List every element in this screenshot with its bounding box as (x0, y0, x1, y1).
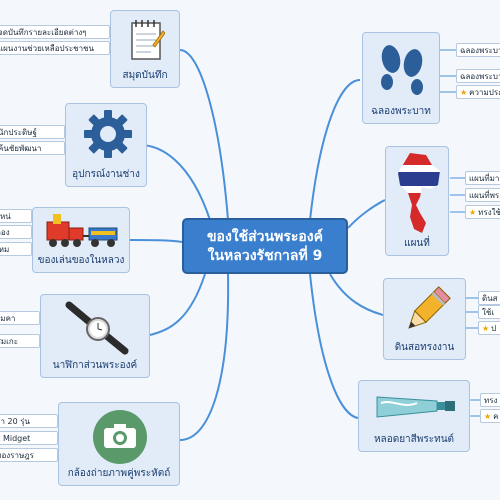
central-topic-line2: ในหลวงรัชกาลที่ 9 (207, 248, 323, 264)
branch-label: นาฬิกาส่วนพระองค์ (52, 360, 138, 371)
leaf-pencil-1[interactable]: ดินส (478, 291, 500, 305)
leaf-toys-2[interactable]: ลอง (0, 225, 32, 239)
notebook-icon (131, 20, 165, 60)
leaf-camera-1[interactable]: ว่า 20 รุ่น (0, 414, 58, 428)
connector-camera (179, 273, 230, 441)
leaf-text: ทรงใช้ (478, 208, 500, 217)
footprints-icon (381, 45, 423, 95)
connector-toothpaste (309, 273, 359, 419)
toy-train-icon (46, 214, 118, 247)
branch-watch[interactable]: นาฬิกาส่วนพระองค์ (40, 294, 150, 378)
branch-label: ดินสอทรงงาน (394, 342, 455, 353)
branch-map[interactable]: แผนที่ (385, 146, 449, 256)
central-topic-line1: ของใช้ส่วนพระองค์ (206, 229, 323, 245)
star-icon: ★ (482, 324, 490, 333)
branch-pencil[interactable]: ดินสอทรงงาน (383, 278, 466, 360)
leaf-notebook-1[interactable]: จดบันทึกรายละเอียดต่างๆ (0, 25, 110, 39)
leaf-toys-1[interactable]: ไหน่ (0, 209, 32, 223)
leaf-pencil-3[interactable]: ★ป (478, 321, 500, 335)
connector-tools (139, 144, 211, 221)
branch-label: ฉลองพระบาท (371, 106, 431, 117)
leaf-camera-2[interactable]: c Midget (0, 431, 58, 445)
connector-watch (149, 273, 206, 336)
star-icon: ★ (469, 208, 477, 217)
leaf-toothpaste-2[interactable]: ★ค (480, 409, 500, 423)
branch-label: กล้องถ่ายภาพคู่พระหัตถ์ (67, 468, 171, 479)
leaf-shoes-1[interactable]: ฉลองพระบา (456, 43, 500, 57)
leaf-text: ความประ (469, 88, 500, 97)
branch-toys[interactable]: ของเล่นของในหลวง (32, 207, 130, 273)
leaf-map-1[interactable]: แผนที่มาก (465, 171, 500, 185)
branch-label: แผนที่ (404, 238, 430, 249)
leaf-text: ค (493, 412, 499, 421)
branch-label: ของเล่นของในหลวง (37, 255, 125, 266)
leaf-map-3[interactable]: ★ทรงใช้ (465, 205, 500, 219)
leaf-toys-3[interactable]: เหม (0, 242, 32, 256)
leaf-notebook-2[interactable]: แผนงานช่วยเหลือประชาชน (0, 41, 110, 55)
connector-map (347, 199, 386, 229)
leaf-tools-1[interactable]: นักประดิษฐ์ (0, 125, 65, 139)
connector-notebook (179, 49, 229, 221)
star-icon: ★ (484, 412, 492, 421)
leaf-text: ป (491, 324, 497, 333)
branch-tools[interactable]: อุปกรณ์งานช่าง (65, 103, 147, 187)
branch-toothpaste[interactable]: หลอดยาสีพระทนต์ (358, 380, 470, 452)
leaf-toothpaste-1[interactable]: ทรง (480, 393, 500, 407)
leaf-shoes-3[interactable]: ★ความประ (456, 85, 500, 99)
leaf-shoes-2[interactable]: ฉลองพระบา (456, 69, 500, 83)
thailand-map-icon (398, 153, 440, 233)
leaf-pencil-2[interactable]: ใช้เ (478, 305, 500, 319)
central-topic[interactable]: ของใช้ส่วนพระองค์ ในหลวงรัชกาลที่ 9 (182, 218, 348, 274)
camera-icon (93, 410, 147, 464)
connector-pencil (329, 273, 384, 316)
branch-label: สมุดบันทึก (122, 70, 168, 81)
leaf-watch-2[interactable]: สมเกะ (0, 334, 40, 348)
wristwatch-icon (65, 301, 129, 355)
gear-icon (84, 110, 132, 158)
pencil-icon (408, 286, 451, 329)
leaf-tools-2[interactable]: ค้นชัยพัฒนา (0, 141, 65, 155)
branch-label: หลอดยาสีพระทนต์ (373, 434, 455, 445)
toothpaste-icon (376, 396, 455, 418)
branch-notebook[interactable]: สมุดบันทึก (110, 10, 180, 88)
star-icon: ★ (460, 88, 468, 97)
branch-label: อุปกรณ์งานช่าง (72, 169, 140, 180)
connector-toys (129, 239, 183, 243)
leaf-map-2[interactable]: แผนที่พร (465, 188, 500, 202)
connector-shoes (309, 79, 361, 221)
branch-shoes[interactable]: ฉลองพระบาท (362, 32, 440, 124)
branch-camera[interactable]: กล้องถ่ายภาพคู่พระหัตถ์ (58, 402, 180, 486)
leaf-watch-1[interactable]: รมคา (0, 311, 40, 325)
leaf-camera-3[interactable]: ของราษฎร (0, 448, 58, 462)
